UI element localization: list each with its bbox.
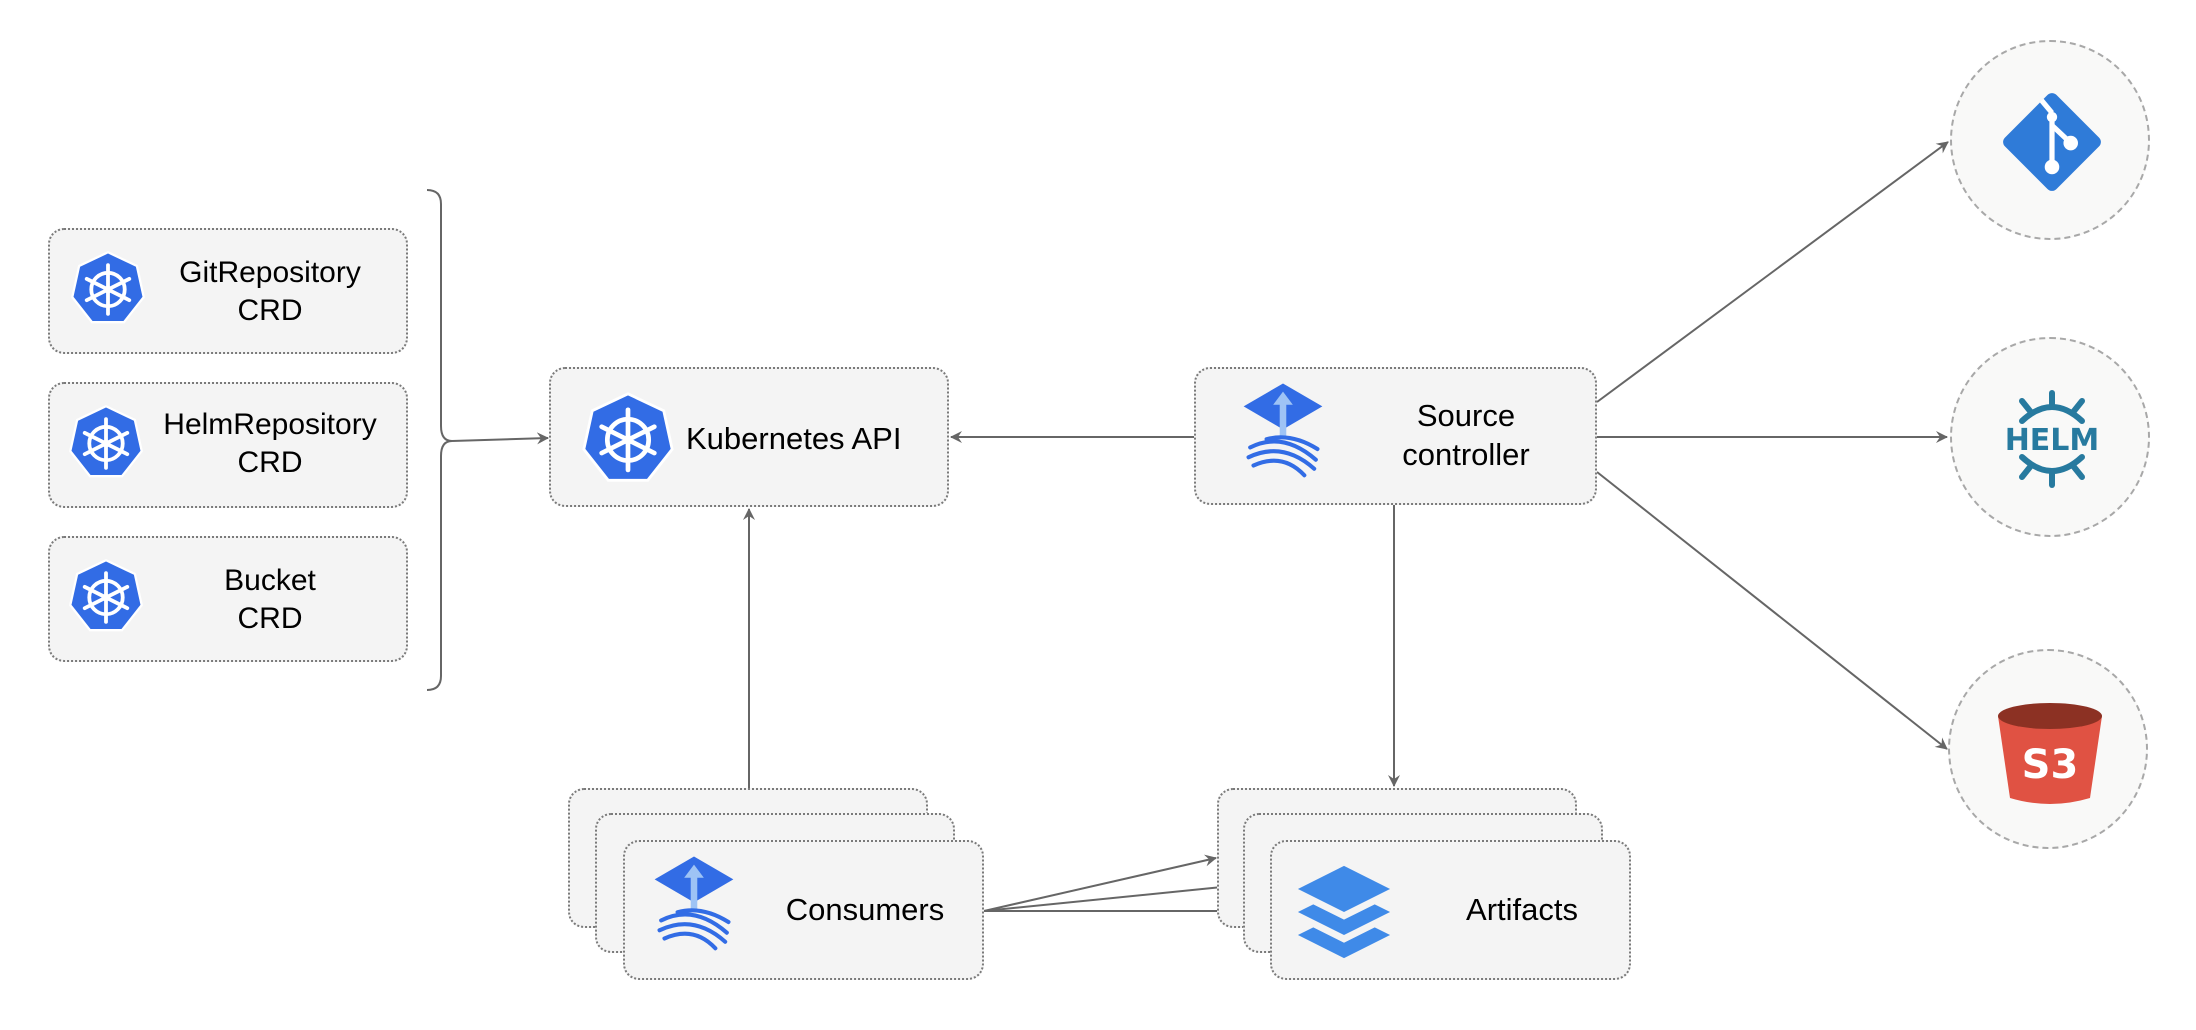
flux-icon [653, 854, 735, 954]
kubernetes-icon [70, 250, 146, 326]
source-controller-node[interactable]: Source controller [1194, 367, 1597, 505]
crd-kind: CRD [237, 446, 303, 479]
kubernetes-icon [68, 558, 144, 634]
helm-icon: HELM [2005, 390, 2100, 488]
s3-source[interactable]: S3 [1948, 649, 2148, 849]
kubernetes-icon [581, 391, 675, 485]
kubernetes-api-node[interactable]: Kubernetes API [549, 367, 949, 507]
crd-card-helmrepository[interactable]: HelmRepository CRD [48, 382, 408, 508]
arrow-controller-to-git [1596, 141, 1949, 403]
arrow-controller-to-s3 [1596, 471, 1948, 750]
s3-bucket-icon: S3 [1998, 703, 2102, 804]
crd-name: HelmRepository [163, 408, 377, 441]
artifacts-node[interactable]: Artifacts [1270, 840, 1631, 980]
crd-kind: CRD [237, 294, 303, 327]
source-controller-label-line2: controller [1402, 437, 1530, 472]
helm-source[interactable]: HELM [1950, 337, 2150, 537]
consumers-label: Consumers [785, 892, 945, 927]
arrow-crds-to-api [451, 432, 549, 445]
kubernetes-icon [68, 404, 144, 480]
consumers-node[interactable]: Consumers [623, 840, 984, 980]
crd-brace [426, 189, 453, 691]
crd-card-gitrepository[interactable]: GitRepository CRD [48, 228, 408, 354]
helm-wordmark: HELM [2005, 423, 2100, 458]
source-controller-label-line1: Source [1416, 398, 1516, 433]
layers-icon [1296, 864, 1392, 960]
crd-name: Bucket [224, 564, 316, 597]
crd-name: GitRepository [179, 256, 361, 289]
crd-kind: CRD [237, 602, 303, 635]
git-icon [2003, 93, 2101, 191]
arrow-consumers-to-artifact-1 [983, 854, 1217, 912]
arrow-consumers-to-artifact-2 [983, 880, 1243, 912]
artifacts-label: Artifacts [1466, 892, 1578, 927]
git-source[interactable] [1950, 40, 2150, 240]
kubernetes-api-label: Kubernetes API [686, 421, 902, 456]
s3-wordmark: S3 [2022, 742, 2079, 788]
flux-icon [1242, 381, 1324, 481]
crd-card-bucket[interactable]: Bucket CRD [48, 536, 408, 662]
